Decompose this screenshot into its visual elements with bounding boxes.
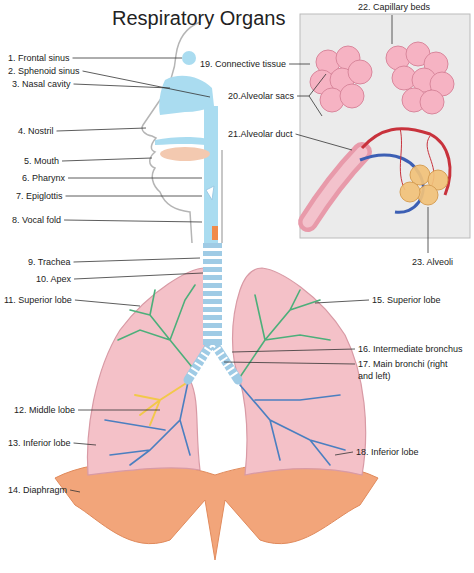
callout-label: 18. Inferior lobe [356, 446, 419, 458]
main-bronchi [188, 342, 238, 380]
leader-line [75, 300, 140, 306]
title: Respiratory Organs [112, 6, 285, 30]
ring [203, 272, 222, 275]
ring [203, 312, 222, 315]
callout-label: 13. Inferior lobe [8, 437, 71, 449]
leader-line [296, 134, 352, 150]
left-lung [233, 268, 366, 475]
leader-line [62, 158, 152, 161]
lower-bronchioles [240, 385, 345, 465]
leader-line [83, 71, 210, 97]
leader-line [66, 196, 202, 197]
ring [203, 304, 222, 307]
callout-label: 15. Superior lobe [372, 294, 441, 306]
leader-line [428, 207, 429, 253]
callout-label: 19. Connective tissue [200, 58, 286, 70]
alveolar-duct-lumen [308, 152, 362, 222]
ring [203, 280, 222, 283]
callout-label: 22. Capillary beds [358, 1, 430, 13]
trachea-rings [203, 248, 222, 339]
ring [203, 248, 222, 251]
upper-bronchioles [118, 285, 196, 372]
callout-label: 3. Nasal cavity [12, 78, 71, 90]
frontal-sinus [182, 51, 196, 65]
diaphragm [55, 462, 378, 560]
callout-label: 8. Vocal fold [12, 214, 61, 226]
leader-line [73, 58, 182, 59]
alveoli [400, 165, 448, 205]
leader-line [74, 273, 203, 279]
leader-line [297, 96, 309, 97]
oral-cavity [155, 137, 212, 146]
ring [203, 296, 222, 299]
ring [203, 328, 222, 331]
alveolar-sac [420, 90, 444, 114]
callout-label: 4. Nostril [18, 125, 54, 137]
tongue [160, 147, 210, 161]
callout-label: 1. Frontal sinus [8, 52, 70, 64]
leader-line [74, 258, 200, 262]
alveolar-duct [308, 152, 362, 222]
leader-line [392, 15, 393, 44]
callout-label: 23. Alveoli [412, 256, 453, 268]
alveolus [400, 182, 420, 202]
leader-line [309, 96, 322, 116]
alveolar-sac [348, 60, 372, 84]
callout-label: 7. Epiglottis [16, 190, 63, 202]
leader-line [289, 64, 310, 65]
callout-label: 5. Mouth [24, 155, 59, 167]
vocal-fold [212, 226, 218, 240]
bronchial-tree [105, 285, 345, 465]
ring [203, 336, 222, 339]
callout-label: 20.Alveolar sacs [228, 90, 294, 102]
ring [203, 320, 222, 323]
ring [203, 264, 222, 267]
callout-label: 21.Alveolar duct [228, 128, 293, 140]
neck-back [221, 150, 223, 243]
callout-label: 14. Diaphragm [8, 484, 67, 496]
ring [203, 256, 222, 259]
leader-line [309, 74, 326, 96]
upper-bronchioles [238, 290, 330, 380]
bronchus-rings [190, 344, 236, 378]
leader-line [335, 452, 353, 455]
leader-line [74, 84, 170, 88]
venule [360, 155, 423, 212]
alveolus [418, 185, 438, 205]
leader-line [70, 490, 80, 492]
leader-line [224, 362, 355, 364]
alveolar-sac [340, 84, 364, 108]
callout-label: 17. Main bronchi (right and left) [358, 358, 450, 382]
alveolar-sac-cluster [310, 46, 372, 112]
ring [203, 288, 222, 291]
callout-label: 2. Sphenoid sinus [8, 65, 80, 77]
leader-line [232, 349, 355, 352]
callout-label: 9. Trachea [28, 256, 71, 268]
callout-label: 11. Superior lobe [4, 294, 72, 306]
callout-label: 16. Intermediate bronchus [358, 343, 463, 355]
lower-bronchioles [105, 382, 190, 465]
inset-panel [300, 14, 470, 238]
leader-line [57, 128, 146, 131]
leader-line [64, 220, 202, 222]
trachea [203, 243, 222, 345]
leader-line [74, 443, 96, 445]
head-profile [142, 22, 200, 243]
leader-line [68, 178, 202, 179]
epiglottis [206, 186, 214, 200]
alveolar-sac-cluster [386, 42, 454, 114]
leader-line [78, 410, 160, 411]
callout-label: 6. Pharynx [22, 172, 65, 184]
leader-line [315, 300, 369, 303]
callout-label: 10. Apex [36, 273, 71, 285]
pharynx [204, 106, 218, 243]
callout-label: 12. Middle lobe [14, 404, 75, 416]
